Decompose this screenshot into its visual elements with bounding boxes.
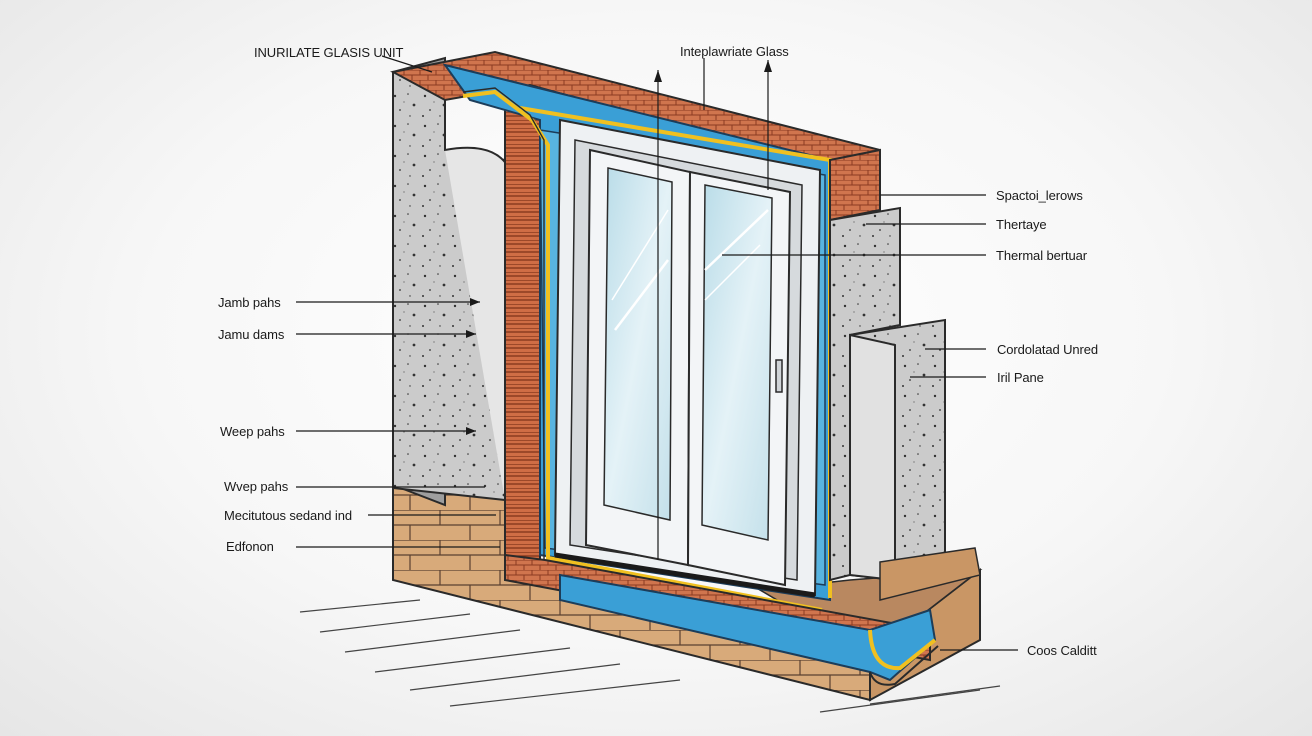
ground-hatching <box>299 599 1001 713</box>
label-weep-pahs: Weep pahs <box>220 424 285 439</box>
label-wvep-pahs: Wvep pahs <box>224 479 289 494</box>
label-edfonon: Edfonon <box>226 539 274 554</box>
label-inteplawriate-glass: Inteplawriate Glass <box>680 44 789 59</box>
leader-lines <box>296 55 1018 651</box>
left-sash <box>584 148 692 567</box>
label-spactoi-lerows: Spactoi_lerows <box>996 188 1083 203</box>
left-concrete-wall <box>392 56 513 507</box>
label-jamb-pahs: Jamb pahs <box>218 295 281 310</box>
label-jamu-dams: Jamu dams <box>218 327 285 342</box>
label-thermal-bertuar: Thermal bertuar <box>996 248 1087 263</box>
left-brick-strip <box>504 93 541 567</box>
leader-arrowheads <box>466 60 772 435</box>
sill-pan <box>559 573 939 686</box>
label-cordolatad-unred: Cordolatad Unred <box>997 342 1099 357</box>
label-insulated-glass-unit: INURILATE GLASIS UNIT <box>254 45 404 60</box>
label-mecitous-sealant: Mecitutous sedand ind <box>224 508 352 523</box>
label-iril-pane: Iril Pane <box>997 370 1044 385</box>
label-coos-calditt: Coos Calditt <box>1027 643 1097 658</box>
right-sash <box>686 170 792 587</box>
label-thertaye: Thertaye <box>996 217 1047 232</box>
right-concrete-blocks <box>829 148 981 601</box>
